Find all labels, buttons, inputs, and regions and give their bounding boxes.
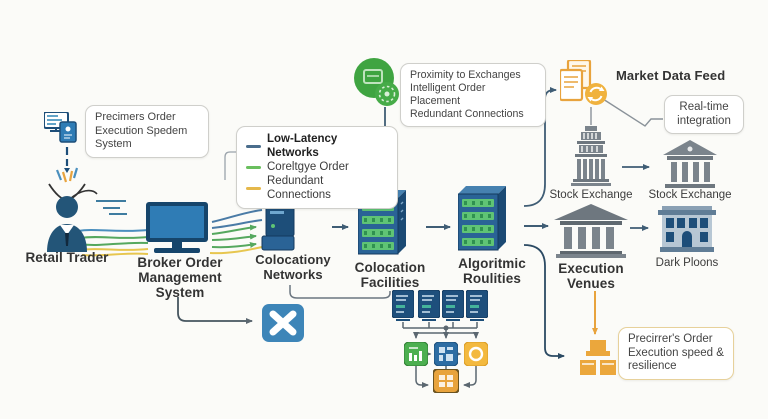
broker-oms-line: System xyxy=(155,285,205,300)
retail-trader-label: Retail Trader xyxy=(25,250,109,265)
bank-building-icon xyxy=(663,140,717,188)
colocation-facilities-line: Colocation xyxy=(354,260,426,275)
podium-icon xyxy=(575,340,621,376)
pretrade-line: Execution Spedem xyxy=(95,124,188,137)
document-terminal-icon xyxy=(392,290,414,318)
legend-item: Coreltgye Order xyxy=(246,160,388,174)
legend-item: Redundant Connections xyxy=(246,174,388,202)
document-terminal-icon xyxy=(442,290,464,318)
proximity-line: Redundant Connections xyxy=(410,108,524,120)
broker-oms-line: Broker Order xyxy=(137,255,223,270)
terminal-bracket xyxy=(396,319,484,339)
person-icon xyxy=(43,194,91,252)
dark-pools-label: Dark Ploons xyxy=(655,257,719,269)
pretrade-callout: Precimers Order Execution Spedem System xyxy=(85,105,209,158)
execution-venues-line: Venues xyxy=(567,276,615,291)
circuit-tile-icon xyxy=(434,342,458,366)
outcome-line: resilience xyxy=(628,360,677,372)
legend-swatch-green xyxy=(246,165,261,169)
document-terminal-icon xyxy=(418,290,440,318)
crossed-arrows-icon xyxy=(262,304,304,342)
colocation-networks-label: Colocationy Networks xyxy=(243,252,343,282)
proximity-line: Proximity to Exchanges xyxy=(410,69,521,81)
market-data-feed-label: Market Data Feed xyxy=(616,68,726,83)
arrow-algorithmic-to-outcome xyxy=(523,244,565,359)
legend-label: Redundant Connections xyxy=(267,175,331,201)
legend-swatch-slate xyxy=(246,144,261,148)
colocation-facilities-line: Facilities xyxy=(360,275,420,290)
grid-tile-icon xyxy=(433,369,459,393)
realtime-callout: Real-time integration xyxy=(664,95,744,134)
algorithmic-routing-label: Algoritmic Roulities xyxy=(442,256,542,286)
stock-exchange-primary-label: Stock Exchange xyxy=(549,189,633,201)
colocation-facilities-label: Colocation Facilities xyxy=(340,260,440,290)
server-rack-icon xyxy=(358,190,412,258)
arrow-oms-to-router xyxy=(177,297,253,324)
broker-oms-line: Management xyxy=(138,270,222,285)
server-rack-icon xyxy=(458,186,512,254)
line-legend-connector xyxy=(224,151,236,180)
outcome-line: Execution speed & xyxy=(628,346,724,359)
callout-line-realtime xyxy=(602,98,663,127)
colocation-networks-line: Networks xyxy=(263,267,323,282)
tall-bank-building-icon xyxy=(563,126,619,186)
proximity-callout: Proximity to Exchanges Intelligent Order… xyxy=(400,63,546,127)
documents-refresh-icon xyxy=(560,60,610,108)
realtime-line: Real-time xyxy=(679,101,729,113)
flow-oms-to-networks xyxy=(209,209,263,255)
legend-label: Low-Latency Networks xyxy=(267,133,338,159)
algorithmic-routing-line: Roulities xyxy=(463,271,521,286)
building-windows-icon xyxy=(658,206,716,252)
broker-oms-label: Broker Order Management System xyxy=(128,255,232,300)
colocation-networks-line: Colocationy xyxy=(255,252,331,267)
legend-item: Low-Latency Networks xyxy=(246,132,388,160)
legend: Low-Latency Networks Coreltgye Order Red… xyxy=(236,126,398,209)
outcome-callout: Precirrer's Order Execution speed & resi… xyxy=(618,327,734,380)
line-networks-to-terminals xyxy=(289,285,391,299)
ring-tile-icon xyxy=(464,342,488,366)
document-terminal-icon xyxy=(466,290,488,318)
pretrade-line: Precimers Order xyxy=(95,111,176,123)
outcome-line: Precirrer's Order xyxy=(628,333,713,345)
monitor-document-icon xyxy=(44,112,78,144)
pretrade-line: System xyxy=(95,138,132,150)
execution-venues-line: Execution xyxy=(558,261,624,276)
proximity-line: Intelligent Order Placement xyxy=(410,82,486,107)
desktop-monitor-icon xyxy=(146,202,214,254)
green-coins-icon xyxy=(354,58,402,108)
bank-building-icon xyxy=(554,204,628,258)
realtime-line: integration xyxy=(677,114,731,127)
speed-dashes xyxy=(96,200,127,215)
legend-label: Coreltgye Order xyxy=(267,161,349,173)
algorithmic-routing-line: Algoritmic xyxy=(458,256,526,271)
chart-tile-icon xyxy=(404,342,428,366)
execution-venues-label: Execution Venues xyxy=(550,261,632,291)
legend-swatch-yellow xyxy=(246,186,261,190)
stock-exchange-secondary-label: Stock Exchange xyxy=(648,189,732,201)
